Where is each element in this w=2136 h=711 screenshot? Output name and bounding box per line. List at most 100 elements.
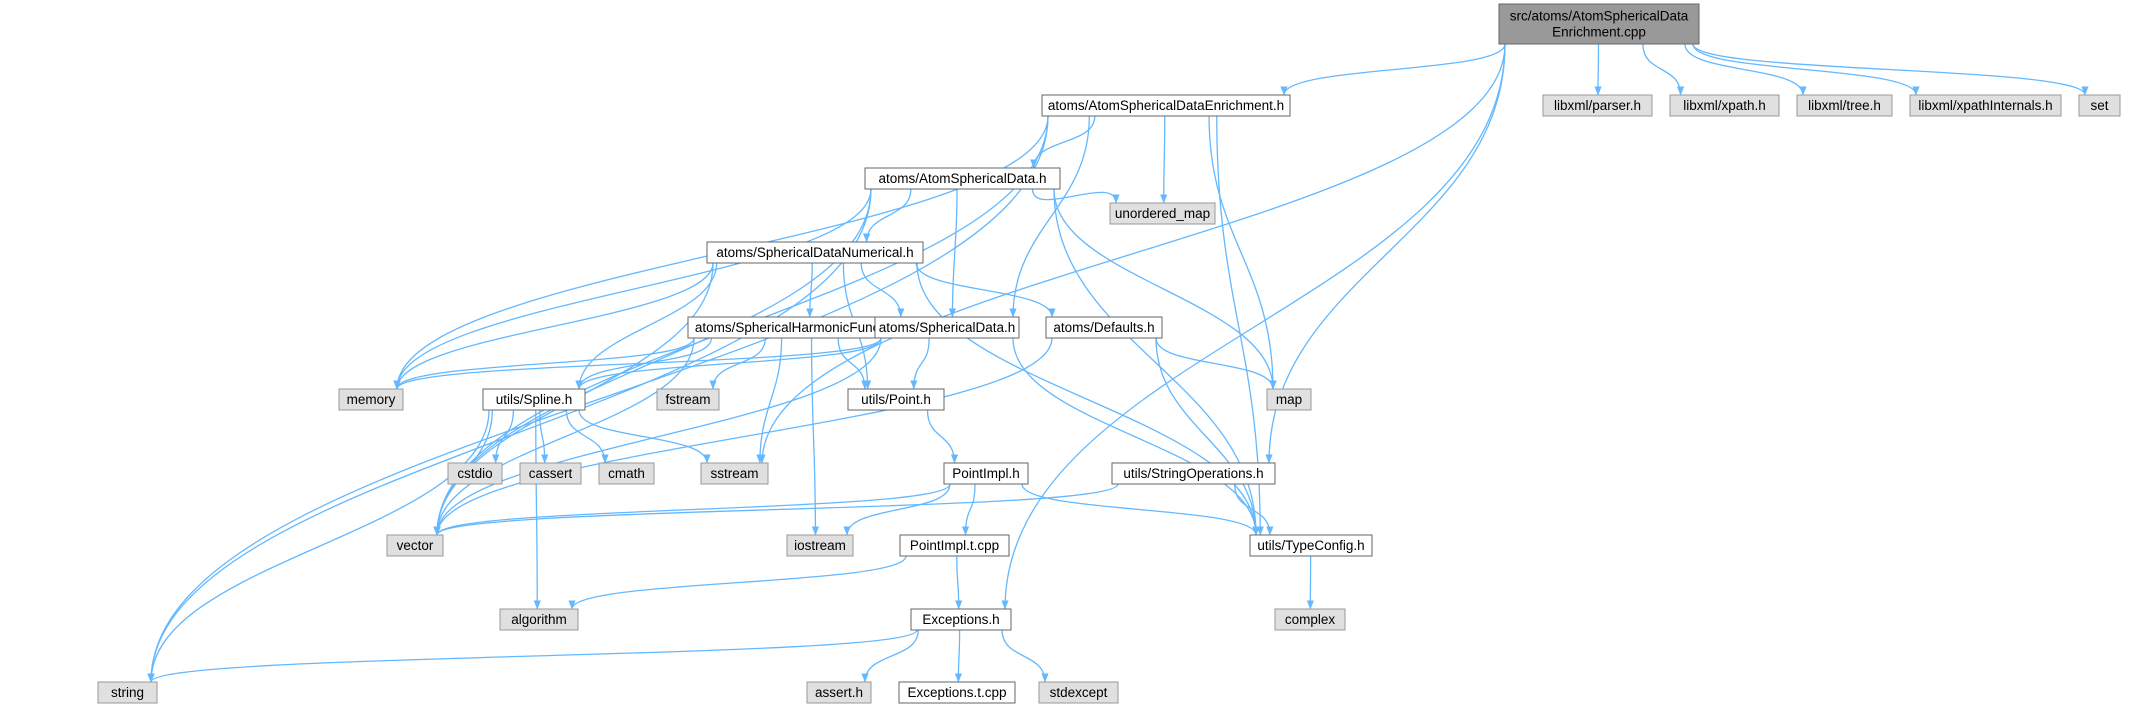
- node-exc[interactable]: Exceptions.h: [910, 608, 1012, 631]
- node-shf_h[interactable]: atoms/SphericalHarmonicFunctions.h: [687, 316, 927, 339]
- edge-pimpl-to-pimplt: [961, 483, 976, 536]
- node-label-asserth: assert.h: [815, 685, 863, 700]
- edge-sdn_h-to-shf_h: [806, 262, 814, 318]
- node-label-pimpl: PointImpl.h: [952, 466, 1020, 481]
- node-point[interactable]: utils/Point.h: [847, 388, 945, 411]
- node-box-xpathint: [1909, 94, 2062, 117]
- edge-ase_h-to-umap: [1160, 115, 1168, 204]
- node-pimplt[interactable]: PointImpl.t.cpp: [899, 534, 1010, 557]
- node-parser: libxml/parser.h: [1542, 94, 1653, 117]
- node-complex: complex: [1274, 608, 1346, 631]
- node-asserth: assert.h: [806, 681, 872, 704]
- node-label-cmath: cmath: [608, 466, 645, 481]
- edges-layer: [147, 43, 2089, 683]
- edge-exc-to-string: [147, 629, 918, 683]
- node-tree: libxml/tree.h: [1796, 94, 1893, 117]
- edge-def_h-to-map: [1155, 337, 1277, 390]
- node-label-parser: libxml/parser.h: [1554, 98, 1641, 113]
- edge-def_h-to-typecfg: [1155, 337, 1260, 536]
- node-label-xpath: libxml/xpath.h: [1683, 98, 1766, 113]
- node-box-xpath: [1669, 94, 1780, 117]
- node-box-sstream: [700, 462, 769, 485]
- edge-sd_h-to-typecfg: [1012, 337, 1260, 536]
- edge-pimplt-to-algorithm: [568, 555, 907, 610]
- node-label-sdn_h: atoms/SphericalDataNumerical.h: [716, 245, 913, 260]
- node-box-set: [2078, 94, 2121, 117]
- edge-root-to-xpath: [1642, 43, 1685, 96]
- node-box-fstream: [656, 388, 720, 411]
- edge-sdn_h-to-def_h: [915, 262, 1056, 318]
- node-xpath: libxml/xpath.h: [1669, 94, 1780, 117]
- node-def_h[interactable]: atoms/Defaults.h: [1045, 316, 1163, 339]
- node-strops[interactable]: utils/StringOperations.h: [1111, 462, 1276, 485]
- node-label-typecfg: utils/TypeConfig.h: [1257, 538, 1364, 553]
- node-box-umap: [1109, 202, 1216, 225]
- node-box-cmath: [598, 462, 655, 485]
- node-box-def_h: [1045, 316, 1163, 339]
- edge-sdn_h-to-sd_h: [860, 262, 905, 318]
- node-label-strops: utils/StringOperations.h: [1123, 466, 1263, 481]
- node-box-vector: [386, 534, 444, 557]
- nodes-layer: src/atoms/AtomSphericalDataEnrichment.cp…: [97, 3, 2121, 704]
- node-label-map: map: [1276, 392, 1302, 407]
- node-string: string: [97, 681, 158, 704]
- node-box-tree: [1796, 94, 1893, 117]
- node-box-memory: [338, 388, 404, 411]
- node-label-def_h: atoms/Defaults.h: [1053, 320, 1154, 335]
- edge-sdn_h-to-typecfg: [916, 262, 1260, 536]
- node-label-set: set: [2090, 98, 2108, 113]
- edge-exc-to-exct: [954, 629, 963, 683]
- edge-pimpl-to-typecfg: [1021, 483, 1260, 536]
- node-box-parser: [1542, 94, 1653, 117]
- edge-shf_h-to-memory: [393, 337, 695, 390]
- node-label-shf_h: atoms/SphericalHarmonicFunctions.h: [695, 320, 919, 335]
- edge-exc-to-asserth: [861, 629, 919, 683]
- node-box-ase_h: [1041, 94, 1291, 117]
- node-root[interactable]: src/atoms/AtomSphericalDataEnrichment.cp…: [1498, 3, 1700, 45]
- node-label-iostream: iostream: [794, 538, 846, 553]
- edge-shf_h-to-iostream: [810, 337, 820, 536]
- node-label-pimplt: PointImpl.t.cpp: [910, 538, 999, 553]
- edge-def_h-to-vector: [433, 337, 1053, 536]
- edge-asd_h-to-map: [1053, 188, 1277, 390]
- node-label-string: string: [111, 685, 144, 700]
- edge-strops-to-typecfg: [1233, 483, 1274, 536]
- node-box-iostream: [786, 534, 854, 557]
- node-ase_h[interactable]: atoms/AtomSphericalDataEnrichment.h: [1041, 94, 1291, 117]
- node-box-root: [1498, 3, 1700, 45]
- edge-pimplt-to-exc: [955, 555, 963, 610]
- edge-asd_h-to-sd_h: [948, 188, 958, 318]
- node-xpathint: libxml/xpathInternals.h: [1909, 94, 2062, 117]
- edge-shf_h-to-point: [837, 337, 869, 390]
- node-label-umap: unordered_map: [1115, 206, 1210, 221]
- node-label-ase_h: atoms/AtomSphericalDataEnrichment.h: [1048, 98, 1284, 113]
- node-sd_h[interactable]: atoms/SphericalData.h: [874, 316, 1020, 339]
- node-iostream: iostream: [786, 534, 854, 557]
- node-pimpl[interactable]: PointImpl.h: [943, 462, 1029, 485]
- node-label-point: utils/Point.h: [861, 392, 931, 407]
- node-box-asserth: [806, 681, 872, 704]
- edge-asd_h-to-umap: [1031, 188, 1120, 204]
- node-fstream: fstream: [656, 388, 720, 411]
- node-set: set: [2078, 94, 2121, 117]
- node-spline[interactable]: utils/Spline.h: [482, 388, 586, 411]
- edge-spline-to-cassert: [539, 409, 549, 464]
- node-asd_h[interactable]: atoms/AtomSphericalData.h: [864, 167, 1061, 190]
- node-map: map: [1266, 388, 1312, 411]
- node-typecfg[interactable]: utils/TypeConfig.h: [1249, 534, 1373, 557]
- node-label-spline: utils/Spline.h: [496, 392, 573, 407]
- node-stdexcept: stdexcept: [1038, 681, 1119, 704]
- edge-shf_h-to-sstream: [756, 337, 783, 464]
- edge-spline-to-cmath: [565, 409, 609, 464]
- node-exct[interactable]: Exceptions.t.cpp: [898, 681, 1016, 704]
- node-sdn_h[interactable]: atoms/SphericalDataNumerical.h: [706, 241, 924, 264]
- node-label-tree: libxml/tree.h: [1808, 98, 1881, 113]
- node-label-algorithm: algorithm: [511, 612, 567, 627]
- edge-root-to-set: [1692, 43, 2089, 96]
- node-label-complex: complex: [1285, 612, 1336, 627]
- node-umap: unordered_map: [1109, 202, 1216, 225]
- edge-ase_h-to-map: [1208, 115, 1277, 390]
- edge-spline-to-string: [147, 409, 490, 683]
- edge-ase_h-to-sd_h: [1009, 115, 1090, 318]
